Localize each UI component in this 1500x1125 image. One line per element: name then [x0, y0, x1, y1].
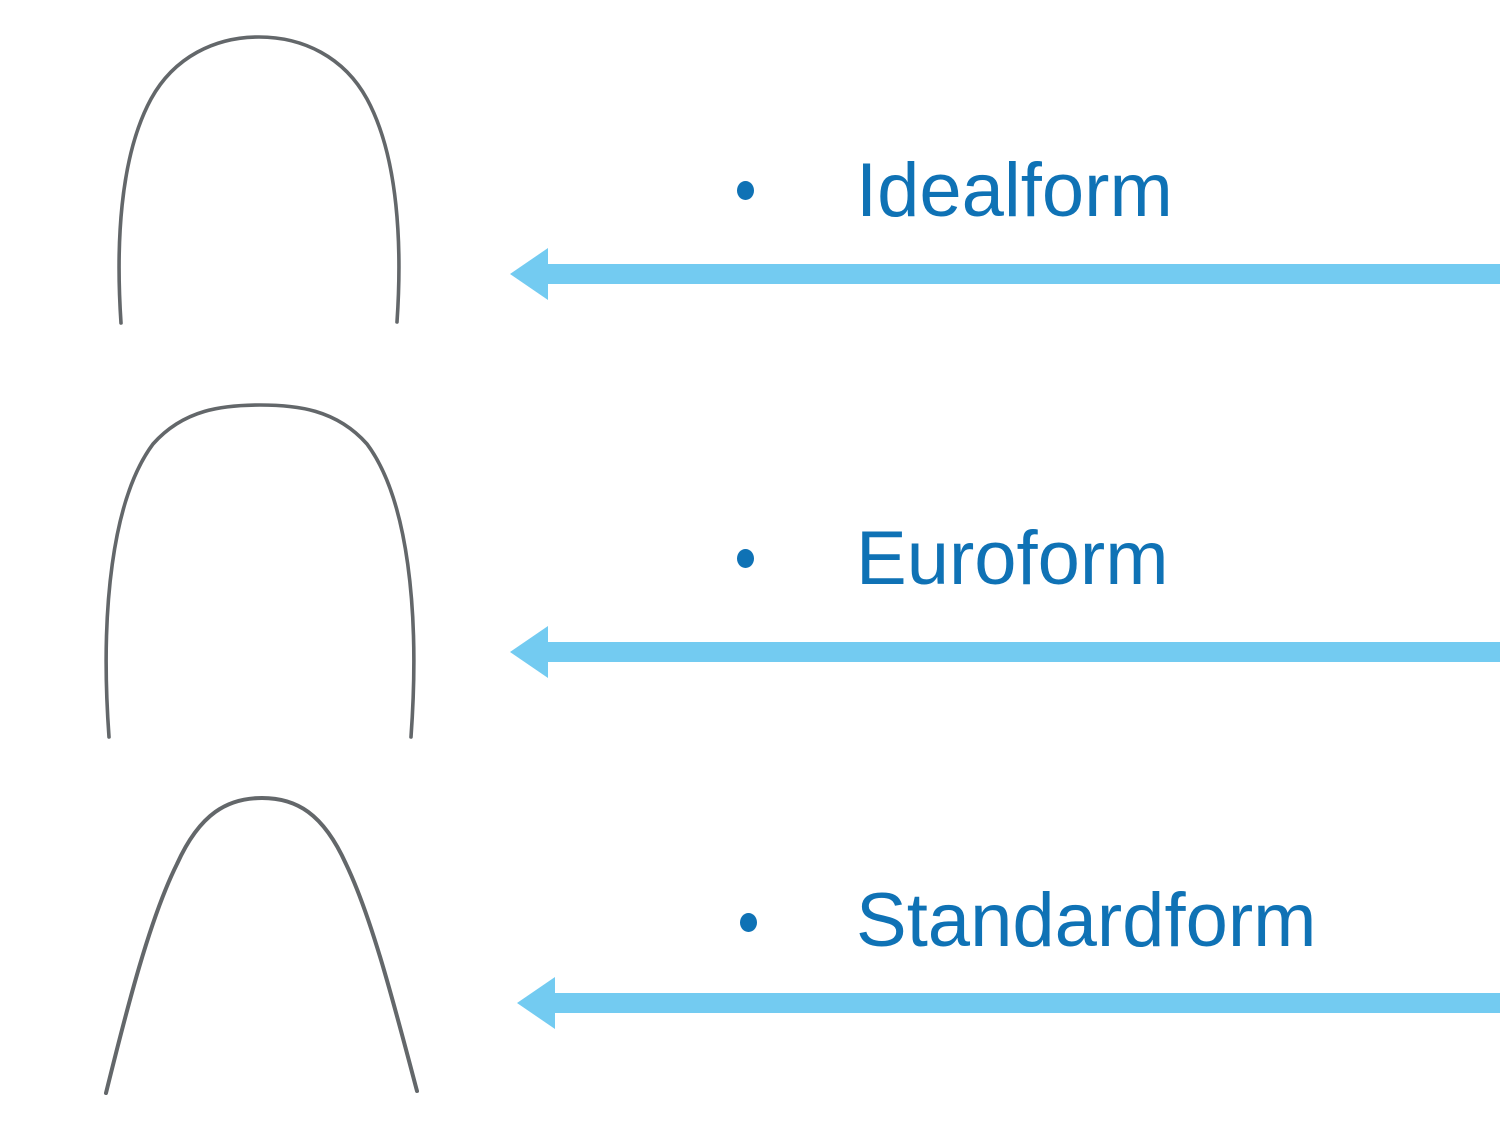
label-euroform: Euroform: [856, 519, 1169, 599]
bullet-icon: [740, 913, 757, 932]
left-arrow-icon: [510, 626, 1500, 678]
archwire-euroform-image: [104, 403, 416, 739]
bullet-icon: [737, 181, 754, 200]
label-text: Euroform: [856, 516, 1169, 601]
left-arrow-icon: [510, 248, 1500, 300]
archwire-idealform-image: [117, 35, 401, 325]
left-arrow-icon: [517, 977, 1500, 1029]
label-standardform: Standardform: [856, 881, 1316, 961]
label-idealform: Idealform: [856, 151, 1173, 231]
label-text: Idealform: [856, 148, 1173, 233]
label-text: Standardform: [856, 878, 1317, 963]
bullet-icon: [737, 549, 754, 568]
archwire-standardform-image: [104, 795, 419, 1095]
